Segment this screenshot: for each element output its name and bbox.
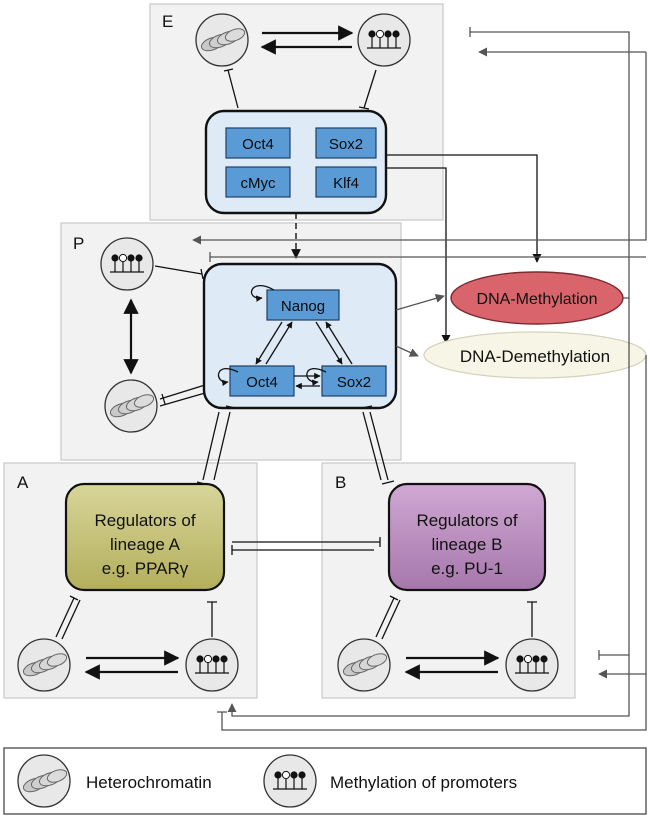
nanog-box: [266, 289, 340, 321]
panel-B-label: B: [335, 473, 346, 492]
arrow-to-demethylation: [386, 167, 451, 344]
arrow-core-to-methylation: [395, 293, 445, 311]
inhibit-A-B: [231, 537, 381, 555]
sox2-label-P: Sox2: [337, 374, 371, 391]
factor-box-sox2: [315, 127, 377, 159]
arrow-nanog-to-sox2: [315, 321, 343, 365]
methylation-icon-E: [357, 13, 411, 67]
oct4-label-P: Oct4: [246, 374, 278, 391]
arrow-sox2-to-nanog: [325, 321, 353, 365]
panel-E-label: E: [162, 12, 173, 31]
legend-methylation-label: Methylation of promoters: [330, 773, 517, 792]
arrow-nanog-to-oct4: [255, 321, 283, 365]
heterochromatin-icon-B: [337, 638, 391, 692]
feedback-methylation-to-E-inhibit: [469, 27, 630, 299]
dna-demethylation-label: DNA-Demethylation: [460, 347, 610, 366]
factor-box-oct4: [225, 127, 291, 159]
arrow-core-to-demethylation: [395, 345, 419, 357]
legend-heterochromatin-label: Heterochromatin: [86, 773, 212, 792]
factor-sox2: Sox2: [329, 136, 363, 153]
lineage-A-line3: e.g. PPARγ: [102, 559, 189, 578]
panel-P-label: P: [73, 234, 84, 253]
nanog-label: Nanog: [281, 298, 325, 315]
lineage-B-line3: e.g. PU-1: [431, 559, 503, 578]
autoloop-sox2: [306, 368, 327, 386]
methylation-icon-A: [185, 638, 239, 692]
factor-oct4: Oct4: [242, 136, 274, 153]
feedback-inhibit-A: [217, 674, 647, 731]
feedback-inhibit-P: [209, 252, 646, 262]
reprogramming-factors-box: [204, 109, 388, 215]
autoloop-oct4: [217, 368, 239, 387]
inhibit-core-lineage-A: [202, 411, 231, 481]
legend-heterochromatin-icon: [17, 754, 71, 808]
methylation-icon-P: [100, 237, 154, 291]
inhibit-hetero-B: [375, 595, 401, 640]
arrow-oct4-to-nanog: [265, 321, 293, 365]
lineage-A-box: [64, 482, 226, 592]
inhibit-methyl-B: [527, 601, 537, 637]
autoloop-nanog: [251, 284, 275, 302]
feedback-to-A-methyl: [227, 655, 630, 717]
methylation-icon-B: [505, 638, 559, 692]
sox2-box-P: [321, 365, 387, 397]
panel-A-label: A: [17, 473, 29, 492]
feedback-to-B-methyl: [598, 355, 647, 679]
inhibit-methyl-E: [358, 69, 377, 110]
oct4-box-P: [229, 365, 295, 397]
lineage-A-line2: lineage A: [110, 535, 181, 554]
factor-cmyc: cMyc: [241, 175, 276, 192]
factor-box-klf4: [315, 166, 377, 198]
factor-klf4: Klf4: [333, 175, 359, 192]
heterochromatin-icon-A: [17, 638, 71, 692]
inhibit-bar-B: [361, 405, 395, 485]
inhibit-core-to-hetero-P: [159, 384, 206, 407]
inhibit-methyl-A: [207, 601, 217, 637]
lineage-B-line2: lineage B: [432, 535, 503, 554]
factor-box-cmyc: [225, 166, 291, 198]
inhibit-methyl-P: [154, 265, 204, 280]
lineage-B-line1: Regulators of: [416, 511, 517, 530]
legend-box: [3, 747, 647, 815]
inhibit-hetero-A: [55, 595, 81, 640]
arrow-to-methylation: [386, 154, 542, 263]
lineage-A-line1: Regulators of: [94, 511, 195, 530]
heterochromatin-icon-P: [104, 379, 158, 433]
feedback-to-P-methyl: [192, 52, 647, 245]
lineage-B-box: [387, 482, 547, 592]
inhibit-hetero-E: [223, 68, 239, 109]
heterochromatin-icon-E: [195, 13, 249, 67]
dna-methylation-label: DNA-Methylation: [477, 291, 598, 308]
inhibit-core-lineage-B: [362, 411, 389, 481]
legend-methylation-icon: [263, 754, 317, 808]
